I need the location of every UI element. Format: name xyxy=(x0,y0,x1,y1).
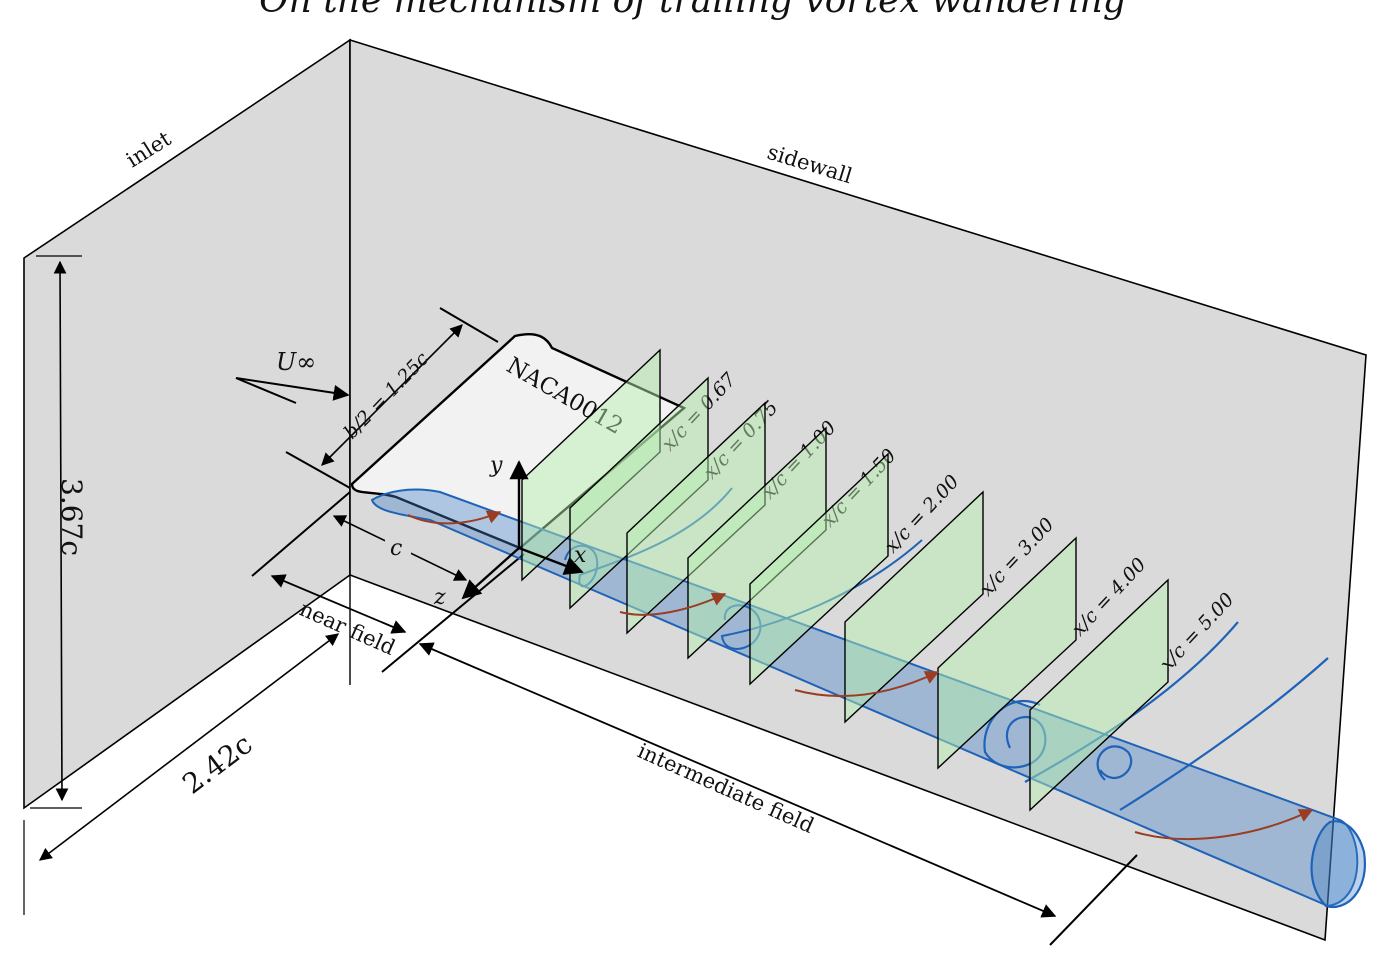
core-streamline-2 xyxy=(619,592,727,616)
measurement-plane xyxy=(626,401,766,635)
measurement-plane xyxy=(844,490,984,724)
span-extension-top xyxy=(439,307,499,343)
wake-streamline-2 xyxy=(720,539,923,650)
tube-outlet-cap xyxy=(1310,820,1367,909)
intermediate-field-end-tick xyxy=(1049,854,1138,946)
x-axis-label: x xyxy=(574,543,587,568)
inlet-wall xyxy=(23,38,351,810)
chord-extension-tip xyxy=(381,553,525,673)
freestream-line-b xyxy=(235,377,297,404)
near-field-dimension xyxy=(270,574,407,634)
span-extension-bottom xyxy=(285,451,351,489)
height-label: 3.67c xyxy=(55,478,88,556)
chord-extension-root xyxy=(251,491,351,577)
figure-caption: On the mechanism of trailing vortex wand… xyxy=(259,0,1126,21)
z-axis-arrow xyxy=(461,547,520,600)
measurement-plane xyxy=(1029,578,1169,812)
width-label: 2.42c xyxy=(176,727,258,800)
chord-label-bg xyxy=(385,530,411,560)
core-streamline-3 xyxy=(794,671,940,698)
core-streamline-4 xyxy=(1134,809,1314,841)
wake-streamline-1 xyxy=(564,487,733,588)
measurement-plane xyxy=(749,452,889,686)
core-streamline-1 xyxy=(407,510,502,525)
wake-streamline-4 xyxy=(1096,657,1329,811)
z-axis-label: z xyxy=(433,585,446,610)
wing-surface xyxy=(350,333,687,550)
width-dimension-line xyxy=(38,633,340,861)
measurement-plane xyxy=(937,536,1077,770)
intermediate-field-dimension xyxy=(418,642,1057,918)
vortex-tube xyxy=(370,488,1359,908)
chord-label: c xyxy=(390,536,402,561)
y-axis-label: y xyxy=(489,453,503,478)
intermediate-field-label: intermediate field xyxy=(634,739,818,838)
freestream-label: U∞ xyxy=(276,348,316,376)
near-field-label: near field xyxy=(296,597,399,660)
x-axis-arrow xyxy=(518,546,584,575)
measurement-plane xyxy=(521,348,661,582)
span-dimension-line xyxy=(321,324,463,466)
